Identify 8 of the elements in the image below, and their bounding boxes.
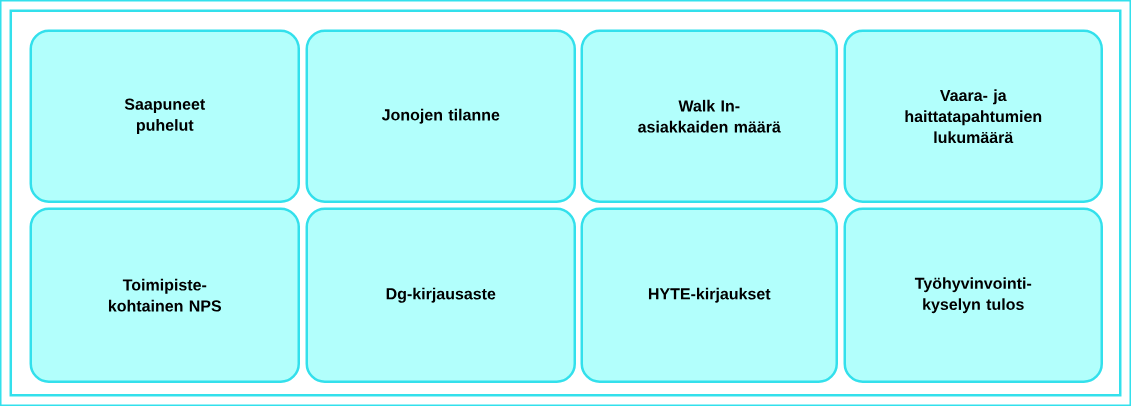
text-box: Walk In-asiakkaiden määrä	[580, 29, 838, 203]
text-box: Dg-kirjausaste	[305, 207, 576, 383]
text-box: Jonojen tilanne	[305, 29, 576, 203]
text-box: HYTE-kirjaukset	[580, 207, 838, 383]
text-box: Saapuneet puhelut	[29, 29, 300, 203]
text-box: Työhyvinvointi-kyselyn tulos	[843, 207, 1103, 383]
text-box: Toimipiste-kohtainen NPS	[29, 207, 300, 383]
text-box: Vaara- ja haittatapahtumien lukumäärä	[843, 29, 1103, 203]
